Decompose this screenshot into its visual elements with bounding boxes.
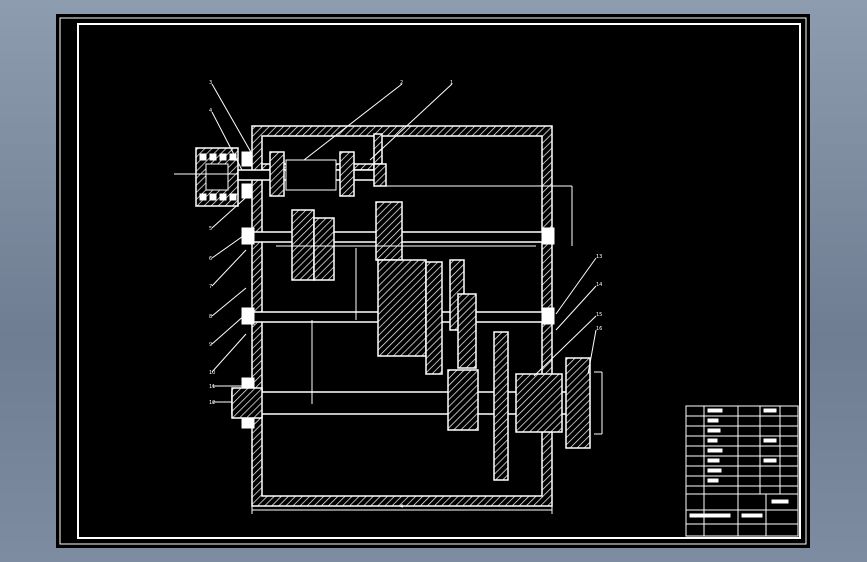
input-pulley [195, 147, 239, 207]
part-number-12: 12 [209, 400, 215, 406]
part-number-13: 13 [596, 254, 602, 260]
part-number-16: 16 [596, 326, 602, 332]
outer-frame [59, 17, 807, 545]
title-block [685, 405, 799, 537]
part-number-1: 1 [450, 80, 453, 86]
shaft-2 [241, 201, 555, 281]
shaft-3 [241, 248, 555, 375]
output-shaft [231, 293, 591, 481]
part-number-11: 11 [209, 384, 215, 390]
part-number-9: 9 [209, 342, 212, 348]
part-number-15: 15 [596, 312, 602, 318]
part-number-3: 3 [209, 80, 212, 86]
gearbox-assembly-drawing: 4 1 2 3 4 5 6 7 8 9 10 11 1 [59, 17, 807, 545]
part-number-10: 10 [209, 370, 215, 376]
overall-dimension-label: 4 [400, 504, 403, 510]
part-number-5: 5 [209, 226, 212, 232]
leader-lines [211, 83, 597, 403]
part-number-14: 14 [596, 282, 602, 288]
dimension-lines: 4 [251, 185, 603, 514]
cad-viewport[interactable]: 4 1 2 3 4 5 6 7 8 9 10 11 1 [56, 14, 810, 548]
inner-border [77, 23, 801, 539]
part-number-4: 4 [209, 108, 212, 114]
part-number-6: 6 [209, 256, 212, 262]
part-number-7: 7 [209, 284, 212, 290]
part-number-8: 8 [209, 314, 212, 320]
part-number-labels: 1 2 3 4 5 6 7 8 9 10 11 12 13 14 15 16 [209, 80, 602, 406]
input-shaft [174, 151, 387, 199]
part-number-2: 2 [400, 80, 403, 86]
